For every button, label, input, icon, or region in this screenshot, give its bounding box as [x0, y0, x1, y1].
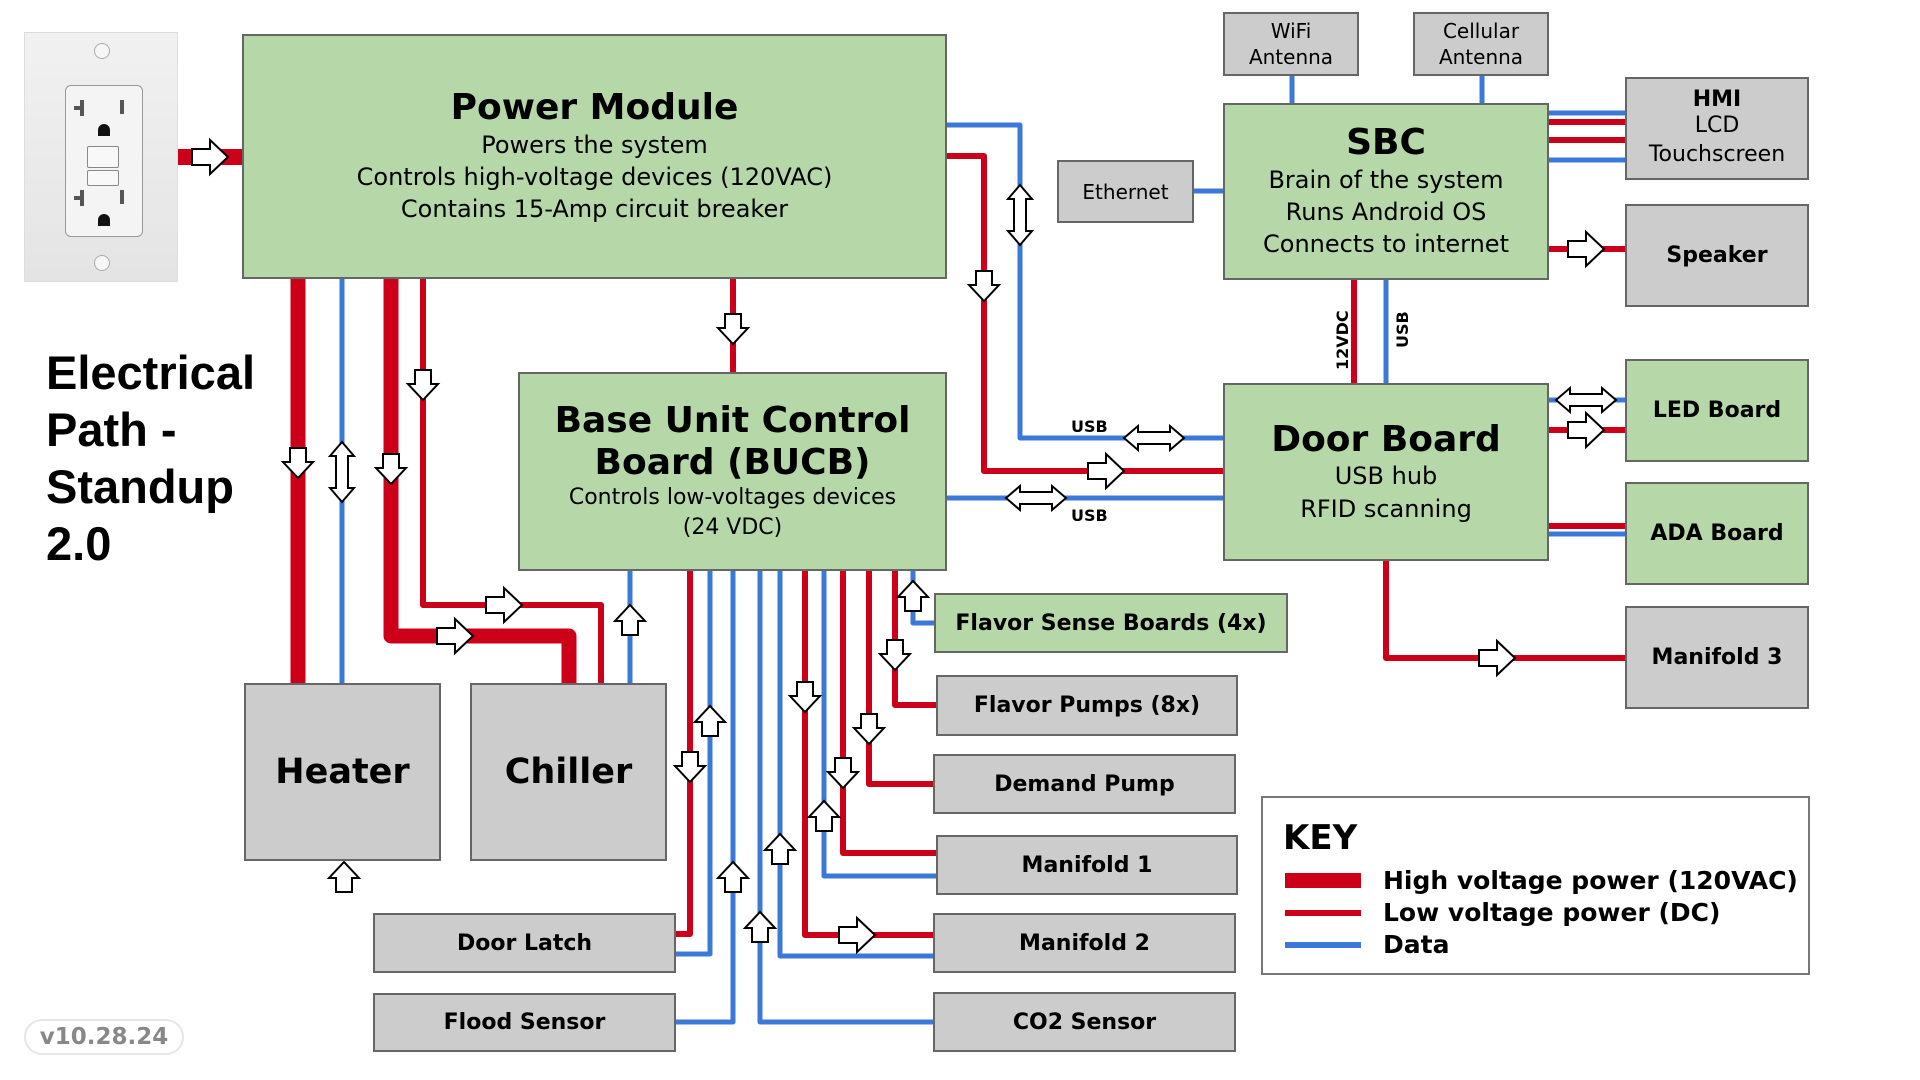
- arrow-door-manifold3: [1478, 640, 1516, 676]
- arrow-outlet-power: [191, 139, 229, 175]
- flavor-sense-boards-box[interactable]: Flavor Sense Boards (4x): [934, 593, 1288, 653]
- wire-bucb-co2-data: [757, 571, 933, 1025]
- sbc-box[interactable]: SBC Brain of the system Runs Android OS …: [1223, 103, 1549, 280]
- arrow-manifold2-lv-h: [838, 917, 876, 953]
- arrow-sbc-door-usb: [1123, 425, 1185, 451]
- arrow-door-led-data: [1555, 387, 1617, 413]
- wire-bucb-demandpump-lv: [866, 571, 933, 787]
- version-badge: v10.28.24: [24, 1019, 184, 1055]
- co2-sensor-box[interactable]: CO2 Sensor: [933, 992, 1236, 1052]
- arrow-demandpump-lv: [853, 713, 885, 745]
- usb-label-sbc-door: USB: [1071, 417, 1108, 436]
- wire-bucb-manifold1-lv: [840, 571, 936, 856]
- wire-bucb-doorlatch-lv: [676, 571, 693, 937]
- key-item-low-voltage: Low voltage power (DC): [1285, 898, 1720, 927]
- low-voltage-swatch: [1285, 909, 1361, 916]
- arrow-power-door-lv: [968, 270, 1000, 302]
- cellular-antenna-box[interactable]: Cellular Antenna: [1413, 12, 1549, 76]
- heater-box[interactable]: Heater: [244, 683, 441, 861]
- test-button: [87, 146, 119, 168]
- key-title: KEY: [1283, 818, 1358, 858]
- wire-bucb-doorlatch-data: [676, 571, 713, 957]
- page-title: Electrical Path - Standup 2.0: [46, 346, 256, 570]
- arrow-chiller-lv: [407, 369, 439, 401]
- legend-key: KEY High voltage power (120VAC) Low volt…: [1261, 796, 1810, 975]
- ada-board-box[interactable]: ADA Board: [1625, 482, 1809, 585]
- manifold-1-box[interactable]: Manifold 1: [936, 835, 1238, 895]
- arrow-co2-data: [744, 911, 776, 943]
- speaker-box[interactable]: Speaker: [1625, 204, 1809, 307]
- power-module-box[interactable]: Power Module Powers the system Controls …: [242, 34, 947, 279]
- arrow-manifold1-lv: [827, 757, 859, 789]
- demand-pump-box[interactable]: Demand Pump: [933, 754, 1236, 814]
- power-module-title: Power Module: [450, 87, 739, 129]
- wall-outlet-image: [24, 32, 178, 282]
- ethernet-box[interactable]: Ethernet: [1057, 160, 1194, 223]
- bucb-box[interactable]: Base Unit Control Board (BUCB) Controls …: [518, 372, 947, 571]
- outlet-face: [65, 85, 143, 237]
- arrow-heater-hv: [282, 447, 314, 479]
- high-voltage-swatch: [1285, 873, 1361, 888]
- arrow-heater-data: [329, 441, 355, 503]
- sbc-title: SBC: [1346, 122, 1426, 164]
- hmi-box[interactable]: HMI LCD Touchscreen: [1625, 77, 1809, 180]
- door-latch-box[interactable]: Door Latch: [373, 913, 676, 973]
- arrow-door-lv: [1087, 453, 1125, 489]
- key-item-high-voltage: High voltage power (120VAC): [1285, 866, 1798, 895]
- arrow-bucb-door-usb: [1005, 485, 1067, 511]
- wire-door-manifold3: [1383, 561, 1625, 661]
- arrow-power-door-usb: [1007, 184, 1033, 246]
- door-board-box[interactable]: Door Board USB hub RFID scanning: [1223, 383, 1549, 561]
- manifold-3-box[interactable]: Manifold 3: [1625, 606, 1809, 709]
- usb-label-sbc: USB: [1393, 311, 1412, 348]
- arrow-flavorpumps-lv: [879, 639, 911, 671]
- 12vdc-label: 12VDC: [1333, 310, 1352, 370]
- arrow-manifold2-lv: [789, 681, 821, 713]
- wire-bucb-flood-data: [676, 571, 736, 1025]
- arrow-door-led-lv: [1567, 412, 1605, 448]
- manifold-2-box[interactable]: Manifold 2: [933, 913, 1236, 973]
- arrow-manifold1-data: [808, 800, 840, 832]
- arrow-chiller-hv-h: [436, 618, 474, 654]
- wire-bucb-manifold1-data: [821, 571, 936, 879]
- arrow-bucb-chiller: [614, 604, 646, 636]
- arrow-chiller-lv-h: [485, 587, 523, 623]
- flavor-pumps-box[interactable]: Flavor Pumps (8x): [936, 675, 1238, 736]
- wifi-antenna-box[interactable]: WiFi Antenna: [1223, 12, 1359, 76]
- arrow-doorlatch-lv: [674, 751, 706, 783]
- usb-label-bucb-door: USB: [1071, 506, 1108, 525]
- data-swatch: [1285, 941, 1361, 948]
- arrow-heater-3: [328, 861, 360, 893]
- wire-bucb-manifold2-data: [777, 571, 933, 959]
- screw-icon: [94, 43, 110, 59]
- reset-button: [87, 170, 119, 186]
- arrow-flavorsense-data: [897, 580, 929, 612]
- arrow-flood-data: [717, 861, 749, 893]
- arrow-chiller-hv: [375, 453, 407, 485]
- arrow-power-bucb: [717, 313, 749, 345]
- key-item-data: Data: [1285, 930, 1449, 959]
- flood-sensor-box[interactable]: Flood Sensor: [373, 993, 676, 1052]
- arrow-sbc-speaker: [1567, 231, 1605, 267]
- wire-power-door-usb: [947, 122, 1223, 441]
- arrow-manifold2-data: [764, 833, 796, 865]
- arrow-doorlatch-data: [694, 705, 726, 737]
- screw-icon: [94, 255, 110, 271]
- wire-bucb-flavorpumps-lv: [892, 571, 936, 708]
- chiller-box[interactable]: Chiller: [470, 683, 667, 861]
- led-board-box[interactable]: LED Board: [1625, 359, 1809, 462]
